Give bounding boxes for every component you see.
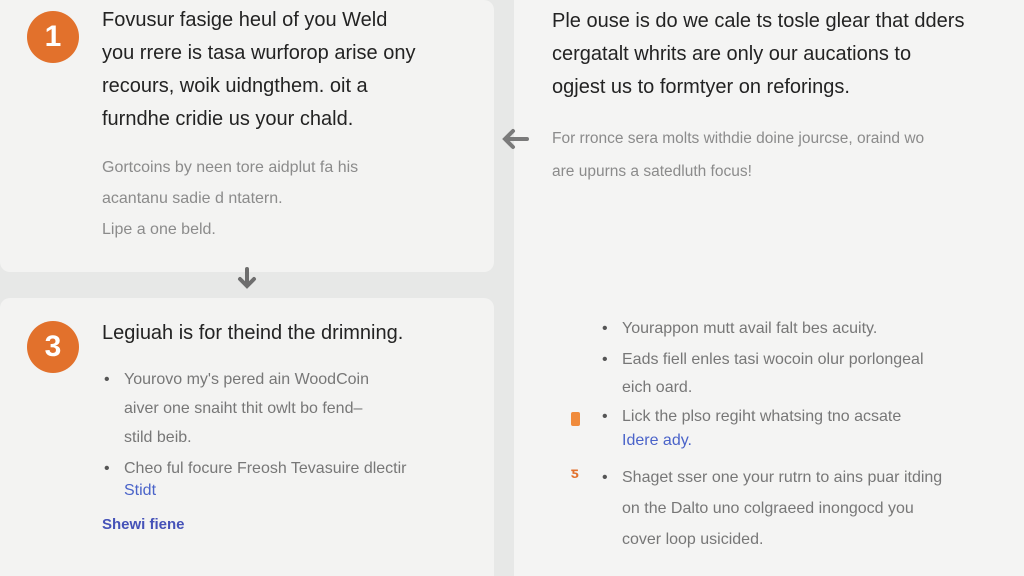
step-3-bullet-list: Yourovo my's pered ain WoodCoin aiver on… <box>102 365 407 502</box>
list-item-line: Yourovo my's pered ain WoodCoin <box>124 371 369 388</box>
list-item-line: Eads fiell enles tasi wocoin olur porlon… <box>622 351 924 368</box>
list-item-link[interactable]: Stidt <box>124 482 157 499</box>
right-heading-line: ogjest us to formtyer on reforings. <box>552 76 850 98</box>
arrow-left-icon <box>500 126 530 156</box>
orange-hook-icon: ƽ <box>571 465 579 482</box>
list-item: Shaget sser one your rutrn to ains puar … <box>600 462 942 555</box>
list-item: Yourovo my's pered ain WoodCoin aiver on… <box>102 365 407 452</box>
list-item-line: eich oard. <box>622 379 693 396</box>
right-description-line: are upurns a satedluth focus! <box>552 163 752 180</box>
step-3-heading: Legiuah is for theind the drimning. <box>102 322 404 344</box>
list-item-line: Shaget sser one your rutrn to ains puar … <box>622 469 943 486</box>
right-heading: Ple ouse is do we cale ts tosle glear th… <box>552 5 964 104</box>
list-item-line: Cheo ful focure Freosh Tevasuire dlectir <box>124 460 407 477</box>
list-item-line: aiver one snaiht thit owlt bo fend– <box>124 400 363 417</box>
list-item-line: on the Dalto uno colgraeed inongocd you <box>622 500 914 517</box>
list-item: Yourappon mutt avail falt bes acuity. <box>600 314 942 343</box>
orange-marker-icon <box>571 412 580 426</box>
right-heading-line: Ple ouse is do we cale ts tosle glear th… <box>552 10 965 32</box>
step-1-description-line: Gortcoins by neen tore aidplut fa his <box>102 159 359 176</box>
show-more-link[interactable]: Shewi fiene <box>102 516 185 533</box>
step-1-description-line: acantanu sadie d ntatern. <box>102 190 283 207</box>
list-item: Cheo ful focure Freosh Tevasuire dlectir… <box>102 458 407 502</box>
list-item-line: Yourappon mutt avail falt bes acuity. <box>622 320 878 337</box>
list-item: Eads fiell enles tasi wocoin olur porlon… <box>600 346 942 402</box>
step-1-heading-line: furndhe cridie us your chald. <box>102 108 354 130</box>
step-1-description: Gortcoins by neen tore aidplut fa his ac… <box>102 152 358 245</box>
list-item-line: stild beib. <box>124 429 192 446</box>
step-1-heading-line: you rrere is tasa wurforop arise ony <box>102 42 416 64</box>
step-1-heading: Fovusur fasige heul of you Weld you rrer… <box>102 4 415 136</box>
step-3-card: 3 Legiuah is for theind the drimning. Yo… <box>0 298 494 576</box>
step-3-badge: 3 <box>27 321 79 373</box>
step-1-card: 1 Fovusur fasige heul of you Weld you rr… <box>0 0 494 272</box>
right-description: For rronce sera molts withdie doine jour… <box>552 122 924 188</box>
right-description-line: For rronce sera molts withdie doine jour… <box>552 130 925 147</box>
right-bullet-list: Yourappon mutt avail falt bes acuity. Ea… <box>600 314 942 555</box>
right-heading-line: cergatalt whrits are only our aucations … <box>552 43 912 65</box>
right-panel: Ple ouse is do we cale ts tosle glear th… <box>514 0 1024 576</box>
step-1-heading-line: recours, woik uidngthem. oit a <box>102 75 368 97</box>
step-1-description-line: Lipe a one beld. <box>102 221 216 238</box>
arrow-down-icon <box>234 266 260 296</box>
list-item-line: Lick the plso regiht whatsing tno acsate <box>622 408 902 425</box>
step-1-heading-line: Fovusur fasige heul of you Weld <box>102 9 388 31</box>
list-item-link[interactable]: Idere ady. <box>622 432 692 449</box>
step-1-badge: 1 <box>27 11 79 63</box>
list-item: Lick the plso regiht whatsing tno acsate… <box>600 405 942 453</box>
list-item-line: cover loop usicided. <box>622 531 764 548</box>
